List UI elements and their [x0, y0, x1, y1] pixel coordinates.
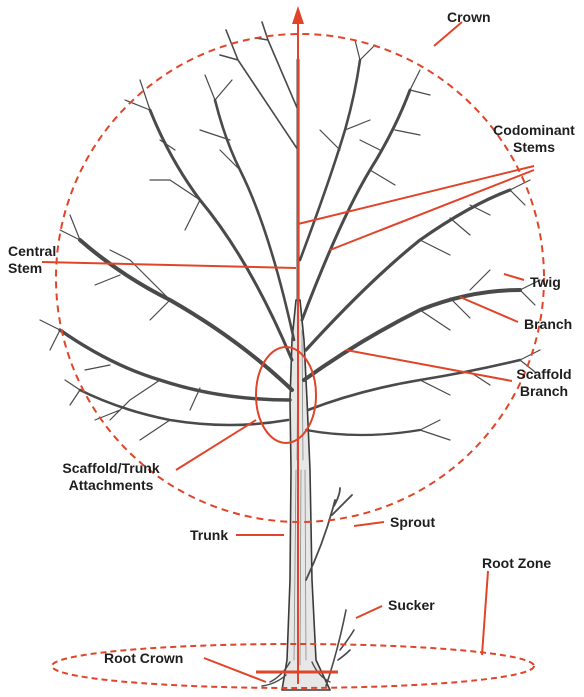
central-stem-label: Central Stem — [8, 243, 56, 277]
low-right-branch — [308, 360, 520, 410]
scaffold-left-4 — [215, 100, 294, 340]
attachment-leader — [176, 420, 256, 470]
leader-top — [220, 20, 298, 150]
sprout-leader — [354, 522, 384, 526]
sucker-label: Sucker — [388, 597, 435, 614]
root-zone-leader — [482, 571, 488, 655]
codominant-line-2: Stems — [484, 139, 584, 156]
central-line-2: Stem — [8, 260, 56, 277]
branch-leader — [460, 297, 518, 322]
root-crown-leader — [204, 658, 266, 682]
attach-line-2: Attachments — [46, 477, 176, 494]
crown-label: Crown — [447, 9, 491, 26]
branch-label: Branch — [524, 316, 572, 333]
root-zone-label: Root Zone — [482, 555, 551, 572]
sprout-label: Sprout — [390, 514, 435, 531]
scaffold-branch-label: Scaffold Branch — [508, 366, 580, 400]
scaffold-trunk-attachments-label: Scaffold/Trunk Attachments — [46, 460, 176, 494]
central-axis-arrowhead — [292, 6, 304, 24]
twig-label: Twig — [530, 274, 561, 291]
tree-illustration — [40, 20, 540, 690]
central-line-1: Central — [8, 243, 56, 260]
codominant-stems-label: Codominant Stems — [484, 122, 584, 156]
codominant-line-1: Codominant — [484, 122, 584, 139]
trunk-label: Trunk — [190, 527, 228, 544]
scaffold-line-2: Branch — [508, 383, 580, 400]
sprout-stem — [306, 488, 352, 580]
twig-leader — [504, 274, 524, 280]
sucker-stem — [326, 610, 354, 686]
scaffold-line-1: Scaffold — [508, 366, 580, 383]
attach-line-1: Scaffold/Trunk — [46, 460, 176, 477]
sucker-leader — [356, 606, 382, 618]
root-crown-label: Root Crown — [104, 650, 183, 667]
central-stem-leader — [42, 262, 296, 268]
right-branch-lower — [306, 430, 420, 435]
scaffold-right-4 — [300, 60, 360, 260]
codominant-leader-2 — [330, 170, 534, 250]
scaffold-right-3 — [302, 90, 410, 320]
scaffold-branch-leader — [346, 350, 512, 381]
scaffold-left-1 — [80, 240, 292, 390]
